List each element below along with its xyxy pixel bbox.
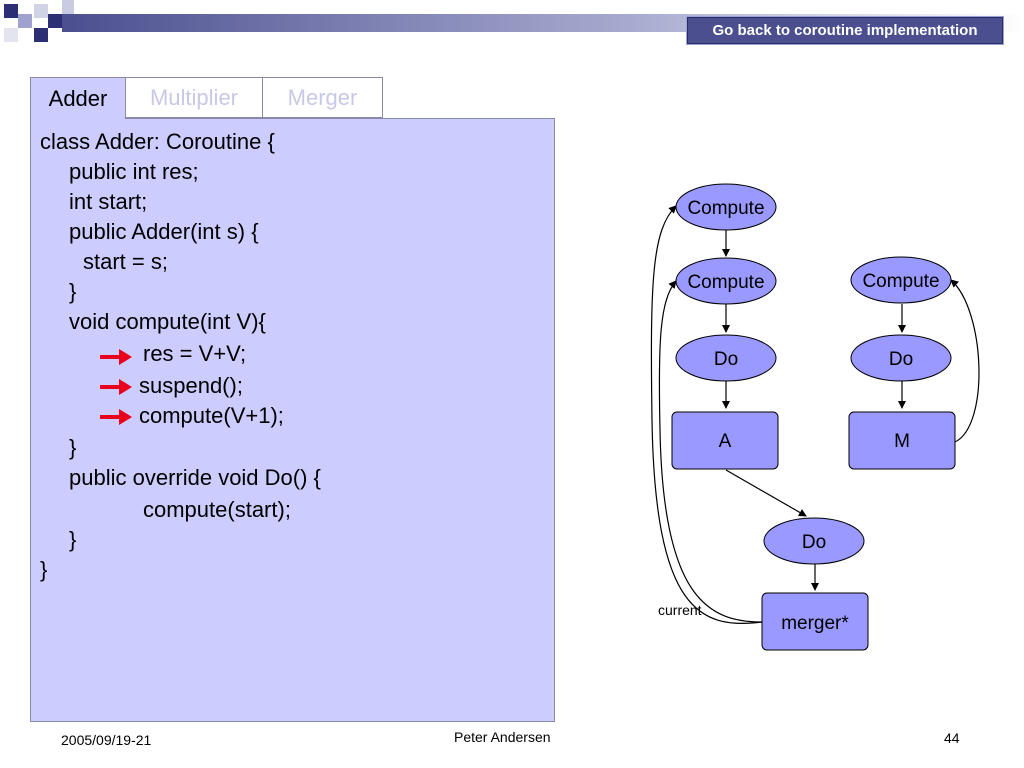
code-line: public override void Do() { [69, 465, 321, 490]
edge-merger-compute-mid [658, 280, 763, 623]
current-label: current [658, 602, 702, 618]
node-do-left-label: Do [714, 349, 738, 370]
code-line: public Adder(int s) { [69, 219, 259, 244]
code-line: } [69, 527, 77, 552]
tab-multiplier[interactable]: Multiplier [125, 77, 263, 118]
code-line: start = s; [83, 249, 168, 274]
node-compute-mid [675, 257, 777, 305]
node-compute-mid-label: Compute [687, 272, 764, 293]
code-line: res = V+V; [143, 341, 247, 366]
code-line: } [40, 557, 48, 582]
node-a-box [671, 411, 779, 470]
node-do-bottom [763, 517, 865, 565]
code-line: int start; [69, 189, 148, 214]
node-m-label: M [894, 431, 910, 452]
node-compute-top [675, 183, 777, 231]
code-line: } [69, 435, 77, 460]
node-merger-box [761, 592, 869, 651]
tab-adder[interactable]: Adder [30, 77, 126, 119]
node-do-bottom-label: Do [802, 532, 826, 553]
node-do-left [675, 334, 777, 382]
red-arrow-icon [100, 409, 132, 425]
node-compute-right-label: Compute [862, 271, 939, 292]
coroutine-diagram: Compute Compute Compute Do Do A M Do mer… [650, 183, 980, 651]
node-merger-label: merger* [781, 613, 849, 634]
node-a-label: A [719, 431, 732, 452]
red-arrow-icon [100, 349, 132, 365]
footer-date: 2005/09/19-21 [61, 732, 152, 748]
code-line: compute(V+1); [139, 403, 284, 428]
code-line: compute(start); [143, 497, 291, 522]
code-line: void compute(int V){ [69, 309, 266, 334]
code-line: suspend(); [139, 373, 243, 398]
node-do-right [850, 334, 952, 382]
node-do-right-label: Do [889, 349, 913, 370]
code-panel: class Adder: Coroutine { public int res;… [30, 118, 555, 722]
red-arrow-icon [100, 379, 132, 395]
footer-author: Peter Andersen [454, 729, 551, 745]
back-to-implementation-button[interactable]: Go back to coroutine implementation [686, 16, 1004, 45]
node-compute-top-label: Compute [687, 198, 764, 219]
code-line: } [69, 279, 77, 304]
node-compute-right [850, 256, 952, 304]
edge-merger-compute-top [650, 205, 763, 625]
code-line: public int res; [69, 159, 199, 184]
footer-page-number: 44 [944, 730, 960, 746]
edge-m-compute-right [950, 279, 980, 443]
code-line: class Adder: Coroutine { [40, 129, 275, 154]
tab-merger[interactable]: Merger [262, 77, 383, 118]
edge-a-do-bottom [725, 469, 807, 517]
node-m-box [848, 411, 956, 470]
